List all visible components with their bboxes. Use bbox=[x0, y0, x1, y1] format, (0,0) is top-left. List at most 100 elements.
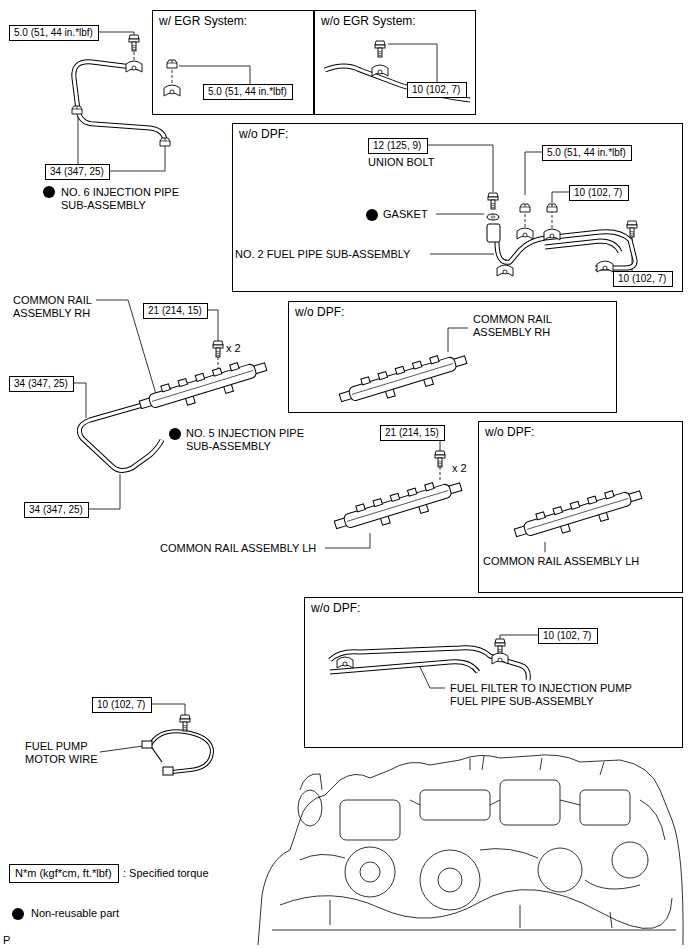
torque-box: 10 (102, 7) bbox=[538, 628, 598, 644]
illustration-ellipse bbox=[487, 214, 499, 220]
illustration-path bbox=[420, 667, 445, 688]
illustration-use bbox=[160, 138, 170, 146]
illustration-path bbox=[552, 210, 553, 229]
illustration-path bbox=[330, 800, 665, 928]
illustration-path bbox=[325, 533, 370, 548]
illustration-use bbox=[372, 65, 388, 76]
fasteners bbox=[72, 35, 637, 775]
illustration-path bbox=[440, 467, 441, 480]
illustration-rect bbox=[487, 224, 500, 242]
legend-entry: : Specified torque bbox=[123, 867, 209, 880]
torque-value: 34 (347, 25) bbox=[50, 166, 104, 178]
illustration-use bbox=[517, 228, 533, 239]
part-name: COMMON RAIL ASSEMBLY LH bbox=[483, 555, 678, 568]
variant-panel: w/ EGR System:5.0 (51, 44 in.*lbf) bbox=[152, 10, 314, 115]
illustration-use bbox=[213, 341, 223, 357]
illustration-ellipse bbox=[491, 216, 495, 218]
illustration-path bbox=[172, 70, 173, 86]
quantity-note: x 2 bbox=[226, 342, 256, 355]
variant-panel: w/o DPF: bbox=[288, 301, 617, 413]
illustration-use bbox=[137, 355, 270, 418]
illustration-use bbox=[545, 241, 620, 252]
torque-box: 10 (102, 7) bbox=[613, 271, 673, 287]
variant-heading: w/o DPF: bbox=[289, 302, 350, 322]
illustration-use bbox=[126, 61, 142, 72]
part-name: COMMON RAIL ASSEMBLY LH bbox=[160, 542, 360, 555]
illustration-use bbox=[497, 265, 513, 276]
illustration-path bbox=[525, 214, 526, 228]
illustration-use bbox=[597, 261, 613, 272]
torque-value: 10 (102, 7) bbox=[618, 273, 666, 285]
illustration-use bbox=[544, 229, 560, 240]
part-name: COMMON RAIL ASSEMBLY RH bbox=[473, 313, 563, 339]
illustration-use bbox=[547, 204, 557, 212]
torque-box: 34 (347, 25) bbox=[9, 376, 74, 392]
torque-value: 12 (125, 9) bbox=[373, 140, 421, 152]
variant-panel: w/o DPF: bbox=[478, 421, 683, 593]
variant-heading: w/o DPF: bbox=[233, 124, 294, 144]
part-name: NO. 5 INJECTION PIPE SUB-ASSEMBLY bbox=[186, 427, 326, 453]
illustration-circle bbox=[366, 209, 378, 221]
variant-panel: w/o EGR System:10 (102, 7) bbox=[314, 10, 476, 115]
illustration-use bbox=[72, 106, 82, 114]
illustration-path bbox=[410, 800, 580, 805]
legend-swatch bbox=[12, 908, 24, 920]
torque-box: 12 (125, 9) bbox=[368, 138, 428, 154]
illustration-use bbox=[180, 715, 190, 731]
illustration-circle bbox=[438, 868, 462, 892]
illustration-rect bbox=[163, 767, 173, 775]
illustration-use bbox=[337, 657, 353, 668]
torque-box: 34 (347, 25) bbox=[24, 502, 89, 518]
illustration-use bbox=[150, 731, 212, 772]
illustration-use bbox=[129, 35, 139, 51]
torque-value: 5.0 (51, 44 in.*lbf) bbox=[14, 27, 93, 39]
quantity-note: P bbox=[3, 934, 23, 947]
torque-box: 10 (102, 7) bbox=[92, 697, 152, 713]
torque-box: 5.0 (51, 44 in.*lbf) bbox=[542, 145, 632, 161]
illustration-use bbox=[627, 221, 637, 237]
variant-heading: w/o DPF: bbox=[479, 422, 540, 442]
variant-heading: w/o DPF: bbox=[305, 598, 366, 618]
injection-pipe bbox=[74, 62, 635, 772]
illustration-rect bbox=[420, 790, 490, 820]
illustration-use bbox=[435, 451, 445, 467]
torque-box: 10 (102, 7) bbox=[569, 185, 629, 201]
part-name: GASKET bbox=[383, 208, 443, 221]
torque-value: N*m (kgf*cm, ft.*lbf) bbox=[15, 867, 112, 880]
illustration-circle bbox=[612, 842, 648, 878]
illustration-path bbox=[280, 890, 672, 929]
torque-box: 34 (347, 25) bbox=[45, 164, 110, 180]
torque-value: 34 (347, 25) bbox=[14, 378, 68, 390]
illustration-use bbox=[520, 204, 530, 212]
engine-sketch bbox=[258, 755, 683, 945]
variant-panel: w/o DPF: 12 (125, 9) 5.0 (51, 44 in.*lbf) 1… bbox=[232, 123, 683, 292]
illustration-path bbox=[436, 214, 484, 215]
illustration-path bbox=[258, 755, 683, 945]
illustration-path bbox=[134, 52, 135, 62]
part-name: COMMON RAIL ASSEMBLY RH bbox=[13, 294, 98, 320]
quantity-note: x 2 bbox=[452, 462, 482, 475]
illustration-path bbox=[448, 328, 468, 352]
torque-box: N*m (kgf*cm, ft.*lbf) bbox=[9, 864, 119, 883]
illustration-path bbox=[300, 774, 322, 790]
illustration-use bbox=[488, 193, 498, 209]
illustration-use bbox=[79, 404, 162, 471]
illustration-path bbox=[545, 542, 546, 552]
leader-lines bbox=[40, 32, 632, 752]
illustration-use bbox=[492, 653, 508, 664]
illustration-use bbox=[79, 404, 162, 471]
torque-box: 21 (214, 15) bbox=[143, 303, 208, 319]
illustration-rect bbox=[142, 741, 152, 748]
torque-value: 10 (102, 7) bbox=[97, 699, 145, 711]
part-name: NO. 6 INJECTION PIPE SUB-ASSEMBLY bbox=[61, 186, 201, 212]
illustration-path bbox=[430, 254, 494, 255]
illustration-circle bbox=[169, 428, 181, 440]
illustration-use bbox=[167, 60, 177, 68]
illustration-use bbox=[332, 475, 465, 538]
torque-box: 5.0 (51, 44 in.*lbf) bbox=[9, 25, 99, 41]
illustration-circle bbox=[538, 848, 582, 892]
illustration-circle bbox=[420, 850, 480, 910]
part-name: FUEL FILTER TO INJECTION PUMP FUEL PIPE … bbox=[450, 682, 645, 708]
illustration-use bbox=[545, 241, 620, 252]
